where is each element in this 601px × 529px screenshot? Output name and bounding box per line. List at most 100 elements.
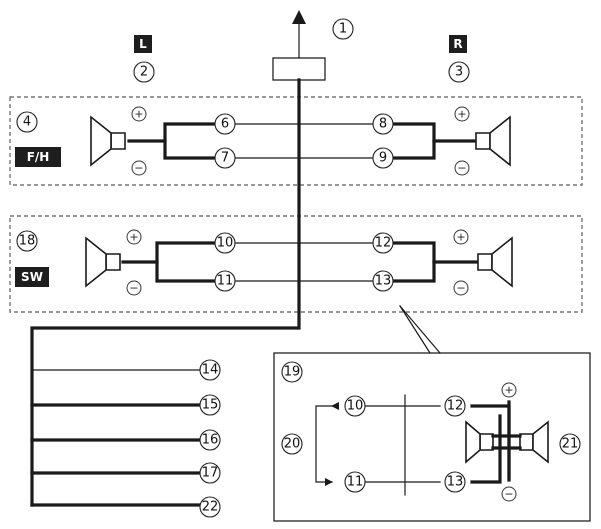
speaker-icon [519,420,549,464]
polarity-plus: + [454,106,470,122]
sub-left-wire-plus [121,241,219,264]
connector-icon [272,57,326,81]
svg-text:17: 17 [202,466,219,481]
svg-text:2: 2 [140,65,148,80]
detail-bracket-20 [315,402,339,486]
label-12: 12 [372,232,394,254]
up-arrow-icon [292,10,306,24]
svg-text:12: 12 [447,399,464,414]
svg-text:13: 13 [447,475,464,490]
polarity-plus: + [131,106,147,122]
polarity-plus: + [453,229,469,245]
svg-text:+: + [504,384,513,397]
svg-text:14: 14 [202,363,219,378]
svg-text:15: 15 [202,398,219,413]
badge-right: R [449,35,467,53]
svg-text:13: 13 [375,274,392,289]
svg-text:−: − [129,282,138,295]
label-10: 10 [214,232,236,254]
svg-text:21: 21 [562,437,579,452]
label-8: 8 [372,113,394,135]
svg-text:12: 12 [375,236,392,251]
callout-leader-line-2 [399,305,431,354]
speaker-icon [85,236,121,288]
svg-text:6: 6 [221,117,229,132]
detail-wire-minus [470,414,502,484]
svg-text:20: 20 [284,437,301,452]
polarity-minus: − [131,160,147,176]
label-10-detail: 10 [344,395,366,417]
svg-text:10: 10 [347,399,364,414]
front-right-wire-minus [389,139,436,160]
polarity-plus: + [501,382,517,398]
svg-text:8: 8 [379,117,387,132]
label-13-detail: 13 [444,471,466,493]
label-16: 16 [199,429,221,451]
label-20: 20 [281,433,303,455]
polarity-minus: − [501,486,517,502]
svg-text:11: 11 [217,274,234,289]
svg-text:F/H: F/H [27,150,50,164]
speaker-icon [477,236,513,288]
svg-text:L: L [139,37,147,51]
label-15: 15 [199,394,221,416]
svg-text:3: 3 [455,65,463,80]
speaker-icon [475,115,511,167]
label-4: 4 [16,111,38,133]
label-6: 6 [214,113,236,135]
speaker-icon [90,115,126,167]
label-21: 21 [559,433,581,455]
svg-text:9: 9 [379,151,387,166]
front-left-wire-plus [127,122,219,143]
badge-subwoofer: SW [15,267,49,287]
polarity-minus: − [453,280,469,296]
svg-text:−: − [456,282,465,295]
badge-front: F/H [15,147,61,167]
label-14: 14 [199,359,221,381]
detail-callout-box [273,352,591,522]
label-3: 3 [448,61,470,83]
label-1: 1 [332,18,354,40]
polarity-minus: − [454,160,470,176]
label-7: 7 [214,147,236,169]
svg-text:1: 1 [339,22,347,37]
label-11: 11 [214,270,236,292]
label-12-detail: 12 [444,395,466,417]
svg-text:7: 7 [221,151,229,166]
svg-text:R: R [453,37,462,51]
main-harness-trunk [30,78,301,507]
svg-text:18: 18 [19,234,36,249]
label-11-detail: 11 [344,471,366,493]
polarity-plus: + [126,229,142,245]
speaker-icon [465,420,494,464]
svg-text:+: + [457,108,466,121]
subwoofer-group-box [9,215,583,313]
polarity-minus: − [126,280,142,296]
svg-text:16: 16 [202,433,219,448]
label-2: 2 [133,61,155,83]
front-right-wire-plus [389,122,476,143]
svg-text:SW: SW [21,270,43,284]
sub-right-wire-minus [389,260,436,283]
svg-text:4: 4 [23,115,31,130]
svg-text:+: + [456,231,465,244]
svg-text:−: − [504,488,513,501]
front-left-wire-minus [163,139,219,160]
svg-text:−: − [134,162,143,175]
sub-right-wire-plus [389,241,478,264]
label-9: 9 [372,147,394,169]
label-19: 19 [281,361,303,383]
front-speaker-group-box [9,96,583,186]
badge-left: L [134,35,152,53]
svg-text:11: 11 [347,475,364,490]
sub-left-wire-minus [155,260,219,283]
svg-text:19: 19 [284,365,301,380]
label-18: 18 [16,230,38,252]
svg-text:−: − [457,162,466,175]
label-22: 22 [199,496,221,518]
svg-text:10: 10 [217,236,234,251]
svg-text:+: + [129,231,138,244]
svg-text:22: 22 [202,500,219,515]
label-17: 17 [199,462,221,484]
